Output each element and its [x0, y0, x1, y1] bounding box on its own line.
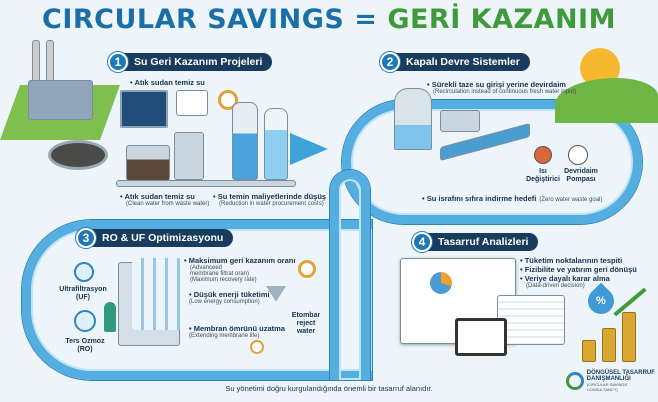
section-4-bullets: Tüketim noktalarının tespiti Fizibilite …: [520, 256, 637, 289]
machine-units: [440, 110, 480, 132]
title-part1: CIRCULAR SAVINGS: [42, 4, 345, 35]
bullet-text: Membran ömrünü uzatma: [189, 324, 285, 333]
reject-line1: Etombar: [291, 312, 321, 319]
membrane-vessels: [132, 258, 182, 330]
title-equals: =: [354, 4, 378, 35]
bullet-text: Veriye dayalı karar alma: [520, 274, 637, 283]
logo-line1: DÖNGÜSEL TASARRUF: [586, 370, 655, 376]
percent-symbol: %: [596, 295, 606, 307]
coin-stack-2: [602, 328, 616, 362]
membrane-life-gauge-icon: [250, 340, 264, 354]
operator-figure: [104, 302, 116, 332]
section-3-title: RO & UF Optimizasyonu: [88, 229, 234, 247]
bullet-text: Sürekli taze su girişi yerine devirdaim: [427, 80, 576, 89]
pie-chart-icon: [430, 272, 452, 294]
section-4-title: Tasarruf Analizleri: [424, 233, 539, 251]
bullet-text: Maksimum geri kazanım oranı: [184, 256, 296, 265]
connector-pipe: [330, 170, 370, 380]
bullet-text: Su israfını sıfıra indirme hedefi: [422, 194, 537, 203]
recycle-logo-icon: [566, 372, 584, 390]
funnel-icon: [266, 286, 286, 302]
section-3-bullet-1: Maksimum geri kazanım oranı(Advanceedmem…: [184, 256, 296, 283]
bullet-text: Düşük enerji tüketimi: [189, 290, 270, 299]
treatment-tank: [126, 145, 170, 181]
ro-loop-pipe: [22, 220, 372, 380]
tablet: [455, 318, 507, 356]
equipment-platform: [116, 180, 296, 187]
section-2-bullet-2: Su israfını sıfıra indirme hedefi(Zero w…: [422, 194, 603, 203]
section-3-bullet-2: Düşük enerji tüketimi(Low energy consump…: [189, 290, 270, 305]
section-1-title: Su Geri Kazanım Projeleri: [120, 53, 273, 71]
uf-label-line2: (UF): [76, 294, 90, 302]
ro-label-line2: (RO): [77, 346, 93, 354]
bullet-sub-line1: (Advanceed: [190, 265, 223, 271]
section-3-badge: 3: [76, 228, 96, 248]
bullet-sub: (Extending membrane life): [189, 333, 260, 339]
page-title: CIRCULAR SAVINGS = GERİ KAZANIM: [0, 4, 658, 35]
logo-line2: DANIŞMANLIĞI: [586, 376, 631, 382]
ro-label-line1: Ters Ozmoz: [65, 338, 105, 345]
bullet-sub: (Low energy consumption): [189, 299, 260, 305]
section-1-badge: 1: [108, 52, 128, 72]
output-arrow-icon: [290, 133, 328, 165]
coin-stack-1: [582, 340, 596, 362]
ro-icon: [74, 310, 96, 332]
section-1-bullet-2: Su temin maliyetlerinde düşüş(Reduction …: [213, 192, 326, 207]
uf-label-line1: Ultrafiltrasyon: [59, 286, 107, 293]
bullet-sub-line3: (Maximum recovery rate): [190, 277, 257, 283]
bullet-sub: (Data-driven decision): [526, 283, 585, 289]
filter-units: [174, 132, 204, 180]
footer-tagline: Su yönetimi doğru kurgulandığında önemli…: [225, 384, 433, 393]
coin-stack-3: [622, 312, 636, 362]
logo-line3: (CIRCULAR SAVINGS CONSULTANCY): [586, 382, 628, 392]
pump-label-line2: Pompası: [566, 176, 596, 184]
data-table: [497, 295, 565, 345]
section-2-bullet-1: Sürekli taze su girişi yerine devirdaim(…: [427, 80, 576, 95]
bullet-text: Su temin maliyetlerinde düşüş: [213, 192, 326, 201]
bullet-text: Fizibilite ve yatırım geri dönüşü: [520, 265, 637, 274]
bullet-text: Tüketim noktalarının tespiti: [520, 256, 637, 265]
bullet-text: Atık sudan temiz su: [120, 192, 209, 201]
section-2-title: Kapalı Devre Sistemler: [392, 53, 530, 71]
cooling-tower: [394, 88, 432, 150]
uf-icon: [74, 262, 94, 282]
pump-label-line1: Devridaim: [564, 168, 598, 175]
section-3-bullet-3: Membran ömrünü uzatma(Extending membrane…: [189, 324, 285, 339]
storage-tank-1: [232, 102, 258, 180]
bullet-sub: (Clean water from waste water): [126, 201, 210, 207]
title-part2: GERİ KAZANIM: [387, 4, 616, 35]
heat-exchanger-icon: [534, 146, 552, 164]
ro-label: Ters Ozmoz(RO): [62, 338, 108, 354]
section-1-top-bullet: Atık sudan temiz su: [130, 78, 204, 87]
uf-label: Ultrafiltrasyon(UF): [58, 286, 108, 302]
bullet-sub-line2: membrane filtrat oran): [190, 271, 250, 277]
chart-panel: [176, 90, 208, 116]
recovery-gauge-icon: [298, 260, 316, 278]
reject-line2: reject: [296, 320, 316, 328]
storage-tank-2: [264, 108, 288, 180]
section-2-badge: 2: [380, 52, 400, 72]
pump-icon: [568, 145, 588, 165]
sludge-basin: [48, 140, 108, 170]
bullet-sub: (Recirculation instead of continuous fre…: [433, 89, 577, 95]
factory-illustration: [0, 40, 121, 140]
logo: DÖNGÜSEL TASARRUF DANIŞMANLIĞI (CIRCULAR…: [566, 370, 658, 392]
closed-loop-pipe: [342, 100, 642, 224]
reject-line3: water: [296, 328, 316, 336]
bullet-sub: (Zero water waste goal): [539, 197, 603, 203]
section-1-bullet-1: Atık sudan temiz su(Clean water from was…: [120, 192, 209, 207]
section-4-badge: 4: [412, 232, 432, 252]
monitor-screen: [120, 90, 168, 128]
bullet-sub: (Reduction in water procurement costs): [219, 201, 324, 207]
heat-exchanger-label: Isı Değiştirici: [526, 168, 560, 184]
